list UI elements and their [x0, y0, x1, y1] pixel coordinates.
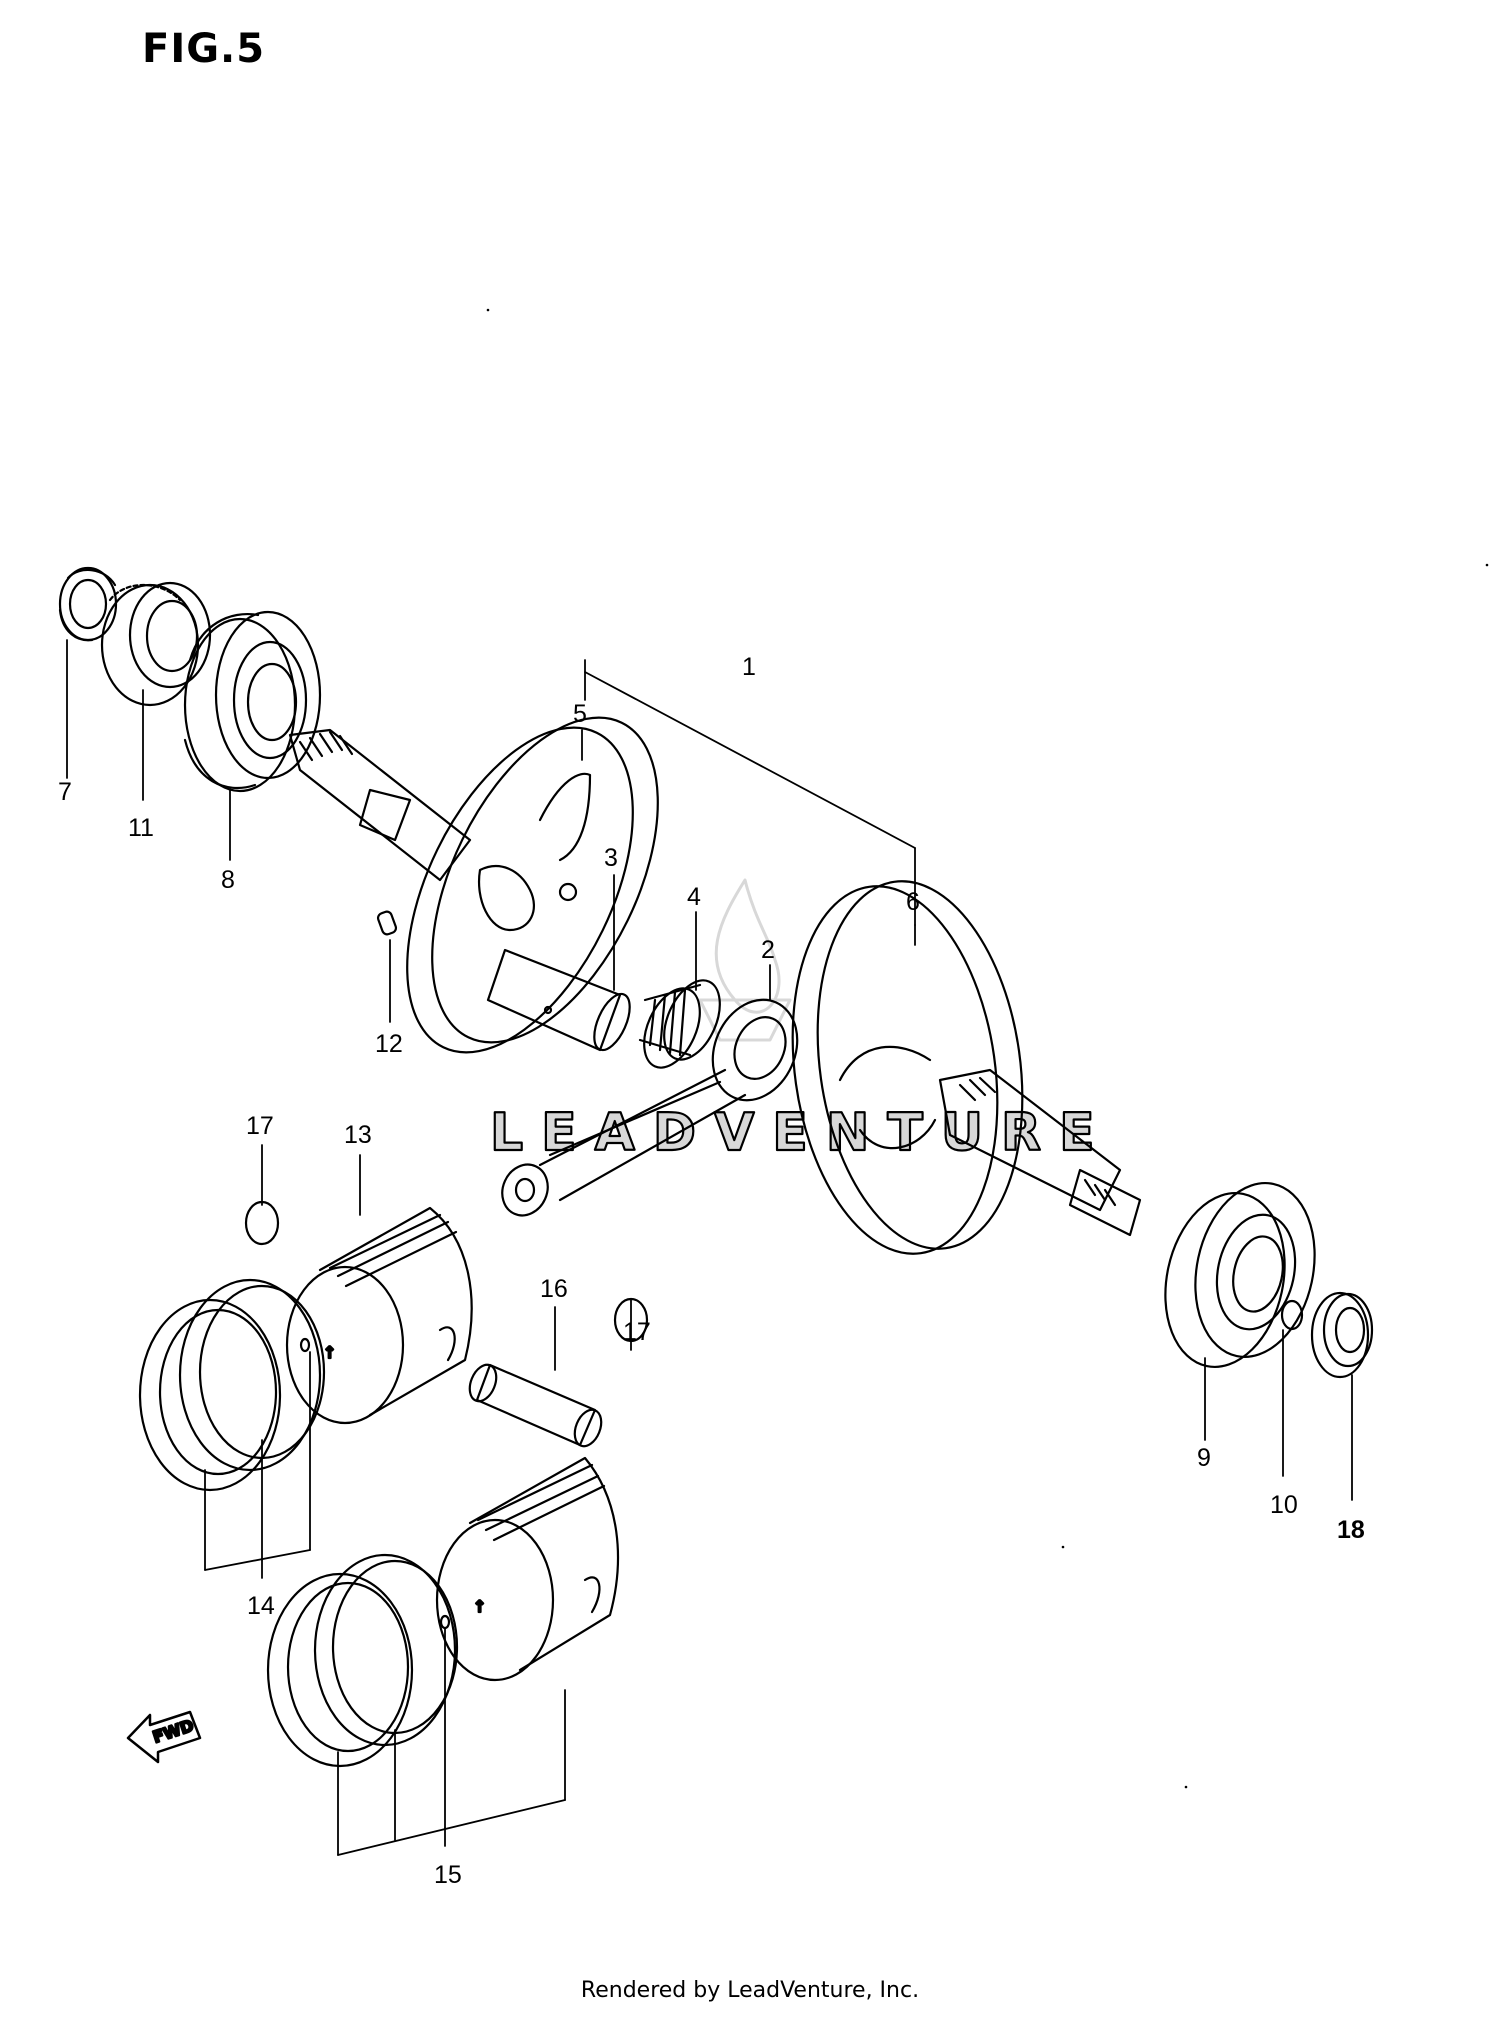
svg-text:↑: ↑ [323, 1343, 336, 1362]
leader-lines [67, 640, 1352, 1855]
callout-5: 5 [573, 700, 587, 728]
callout-17-upper: 17 [246, 1112, 274, 1140]
scan-specks [486, 308, 1489, 1789]
crank-pin [488, 950, 637, 1055]
watermark-text: LEADVENTURE [490, 1103, 1113, 1163]
crankshaft-left-journal [290, 730, 470, 880]
callout-10: 10 [1270, 1491, 1298, 1519]
crank-gear [102, 583, 210, 705]
callout-15: 15 [434, 1861, 462, 1889]
flywheel-left [361, 682, 705, 1087]
needle-bearing [633, 972, 731, 1076]
oil-seal-left [60, 568, 116, 640]
callout-13: 13 [344, 1121, 372, 1149]
callout-9: 9 [1197, 1444, 1211, 1472]
connecting-rod [494, 986, 812, 1222]
piston-rings-lower [268, 1555, 457, 1766]
watermark-flame-icon [700, 880, 790, 1040]
piston-rings-upper [140, 1280, 324, 1490]
callout-17-lower: 17 [623, 1318, 651, 1346]
crankshaft-right-journal [940, 1070, 1140, 1235]
callout-7: 7 [58, 778, 72, 806]
piston-lower: ↑ [437, 1458, 618, 1680]
callout-6: 6 [906, 888, 920, 916]
fwd-arrow-icon: FWD [128, 1712, 200, 1762]
circlip-right [1282, 1301, 1302, 1329]
piston-upper: ↑ [287, 1208, 472, 1423]
callout-1: 1 [742, 653, 756, 681]
footer-credit: Rendered by LeadVenture, Inc. [580, 1978, 920, 2003]
piston-pin [465, 1361, 606, 1450]
callout-2: 2 [761, 936, 775, 964]
callout-3: 3 [604, 844, 618, 872]
piston-pin-clip-upper [246, 1202, 278, 1244]
callout-18: 18 [1337, 1516, 1365, 1544]
oil-seal-right [1312, 1293, 1372, 1377]
figure-title: FIG.5 [142, 26, 266, 72]
svg-text:↑: ↑ [473, 1597, 486, 1616]
flywheel-right [770, 868, 1045, 1267]
bearing-right [1150, 1172, 1330, 1378]
callout-11: 11 [128, 814, 154, 842]
woodruff-key [377, 910, 398, 935]
callout-8: 8 [221, 866, 235, 894]
bearing-left [185, 612, 320, 791]
callout-4: 4 [687, 883, 701, 911]
callout-16: 16 [540, 1275, 568, 1303]
callout-14: 14 [247, 1592, 275, 1620]
callout-labels: 1 5 6 3 4 2 7 11 8 12 13 17 16 17 9 10 1… [58, 653, 1365, 1889]
callout-12: 12 [375, 1030, 403, 1058]
